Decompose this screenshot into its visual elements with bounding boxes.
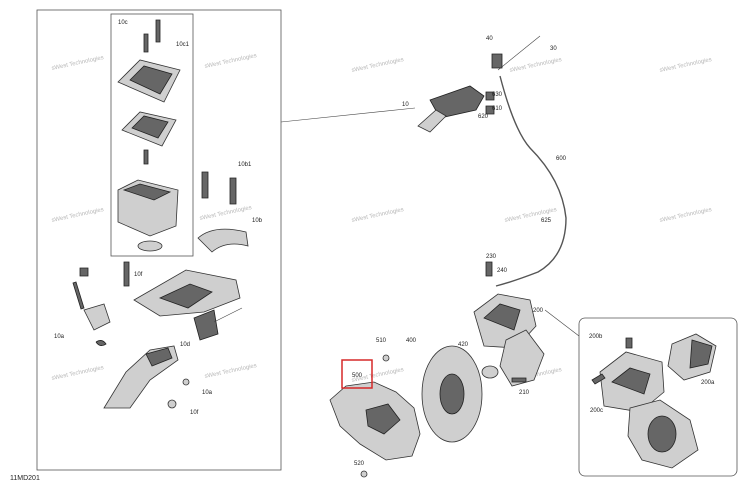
bolt-520	[360, 470, 368, 478]
watermark: sWest Technologies	[51, 55, 104, 72]
screw	[155, 19, 161, 43]
leader-line-caliper	[544, 309, 580, 337]
pad-backing	[689, 339, 713, 369]
bracket-hole	[647, 415, 677, 453]
part-label[interactable]: 520	[354, 461, 365, 467]
reservoir-assembly	[117, 19, 181, 252]
watermark: sWest Technologies	[659, 207, 712, 224]
part-label[interactable]: 10b	[252, 218, 263, 224]
part-label[interactable]: 10	[402, 102, 409, 108]
bleeder-200b	[625, 337, 633, 349]
bolt-510	[382, 354, 390, 362]
part-label[interactable]: 200b	[589, 334, 603, 340]
part-label[interactable]: 420	[458, 342, 469, 348]
part-label[interactable]: 10c	[118, 20, 128, 26]
nut-10f	[167, 399, 177, 409]
part-label[interactable]: 240	[497, 268, 508, 274]
part-label[interactable]: 230	[486, 254, 497, 260]
part-label[interactable]: 10d	[180, 342, 190, 348]
spring	[95, 340, 107, 346]
reservoir-top	[122, 183, 172, 201]
seal-420	[481, 365, 499, 379]
part-label[interactable]: 510	[376, 338, 387, 344]
part-label-500[interactable]: 500	[352, 373, 363, 379]
caliper-assembly	[473, 261, 545, 387]
master-cylinder-bore	[158, 283, 213, 309]
lever-10	[417, 109, 447, 133]
fitting-630	[485, 91, 495, 101]
leader-line-10	[280, 107, 416, 123]
bolt-10b1	[201, 171, 209, 199]
watermark: sWest Technologies	[509, 57, 562, 74]
part-label[interactable]: 400	[406, 338, 417, 344]
part-label[interactable]: 10a	[54, 334, 65, 340]
reservoir-screw	[143, 149, 149, 165]
part-label[interactable]: 200	[533, 308, 544, 314]
part-label[interactable]: 610	[492, 106, 503, 112]
detail-box-master-cylinder	[36, 9, 282, 471]
part-label[interactable]: 630	[492, 92, 503, 98]
part-label[interactable]: 10c1	[176, 42, 190, 48]
fitting-230	[485, 261, 493, 277]
brake-disc-400	[421, 345, 483, 443]
cap-grid	[129, 65, 173, 95]
watermark: sWest Technologies	[199, 205, 252, 222]
bracket-10a	[83, 303, 111, 331]
part-label[interactable]: 10f	[190, 410, 199, 416]
disc-hub	[439, 373, 465, 415]
pin-200c	[591, 373, 606, 385]
detail-box-reservoir	[110, 13, 194, 257]
o-ring	[137, 240, 163, 252]
part-label[interactable]: 600	[556, 156, 567, 162]
knuckle-assembly	[329, 354, 421, 478]
banjo-40	[491, 53, 503, 69]
part-label[interactable]: 30	[550, 46, 557, 52]
part-labels: 10c 10c1 10b1 10b 10f 10d 10a 10a 10f 10…	[54, 20, 715, 467]
bolt-10b1	[229, 177, 237, 205]
pistons	[611, 367, 651, 395]
screw	[143, 33, 149, 53]
watermark: sWest Technologies	[204, 363, 257, 380]
fitting-610	[485, 105, 495, 115]
watermark: sWest Technologies	[51, 365, 104, 382]
pin	[72, 281, 85, 310]
watermark: sWest Technologies	[51, 207, 104, 224]
master-cylinder-assembly	[72, 171, 249, 409]
part-label[interactable]: 10f	[134, 272, 143, 278]
watermark: sWest Technologies	[351, 207, 404, 224]
bolt-210	[511, 377, 527, 383]
switch-wire	[213, 307, 243, 323]
lever-pivot	[145, 347, 173, 367]
washer-10a	[182, 378, 190, 386]
bolt-10f	[123, 261, 130, 287]
part-label[interactable]: 40	[486, 36, 493, 42]
knuckle-detail	[365, 403, 401, 435]
part-label[interactable]: 10b1	[238, 162, 252, 168]
hose-30	[497, 35, 541, 71]
watermark: sWest Technologies	[204, 53, 257, 70]
caliper-exploded	[591, 333, 717, 469]
part-label[interactable]: 620	[478, 114, 489, 120]
diaphragm	[131, 115, 169, 139]
clamp-10b	[197, 228, 249, 253]
watermark: sWest Technologies	[351, 57, 404, 74]
part-label[interactable]: 200a	[701, 380, 715, 386]
part-label[interactable]: 10a	[202, 390, 213, 396]
handlebar-master-cylinder	[417, 35, 541, 133]
switch-10d	[193, 309, 219, 341]
watermark: sWest Technologies	[659, 57, 712, 74]
diagram-reference-code: 11MD201	[10, 475, 40, 482]
caliper-pistons	[483, 303, 521, 331]
highlight-box-500[interactable]	[341, 359, 373, 389]
caliper-bracket	[499, 329, 545, 387]
part-label[interactable]: 210	[519, 390, 530, 396]
part-label[interactable]: 625	[541, 218, 552, 224]
screw	[79, 267, 89, 277]
detail-box-caliper	[578, 317, 738, 477]
part-label[interactable]: 200c	[590, 408, 603, 414]
brake-hose-600	[495, 75, 567, 287]
